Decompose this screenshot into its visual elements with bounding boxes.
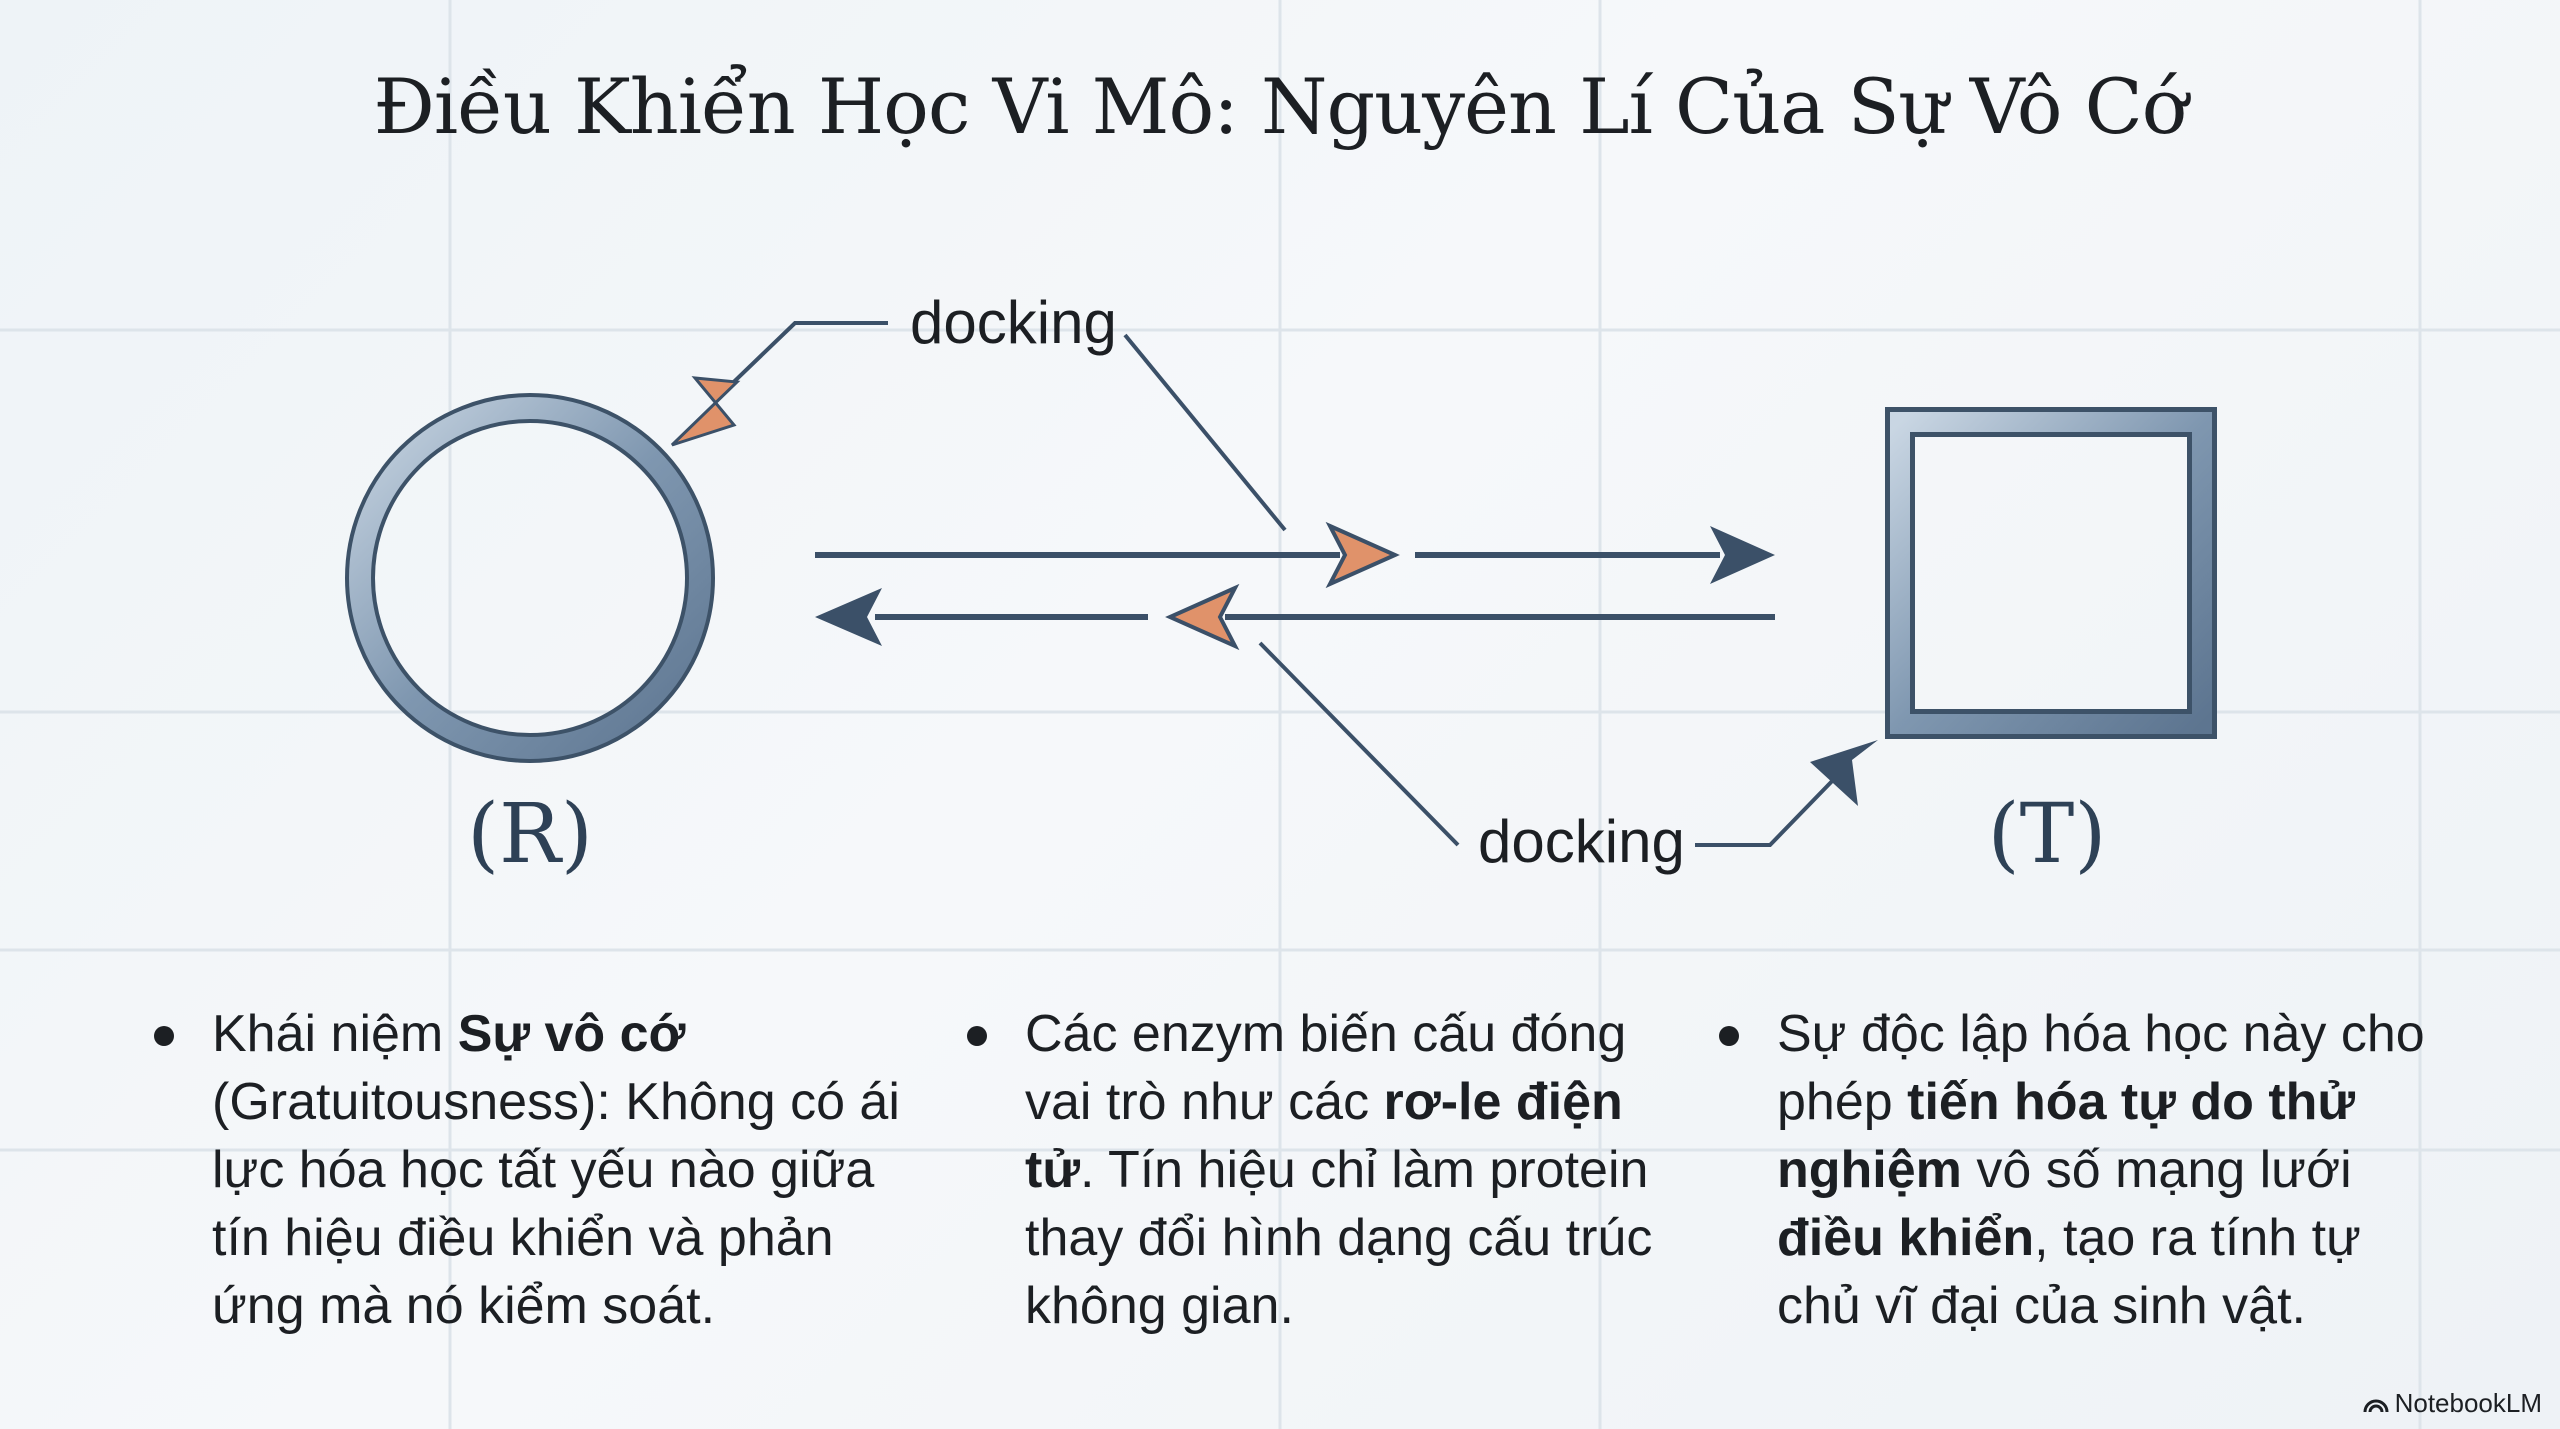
- bullet-dot: [967, 1026, 987, 1046]
- notebooklm-logo: NotebookLM: [2363, 1388, 2542, 1419]
- node-label-t: (T): [1988, 787, 2107, 882]
- notebooklm-icon: [2363, 1399, 2389, 1412]
- r-state-circle: [345, 393, 715, 763]
- bullet-bold-text: Sự vô cớ: [457, 1005, 686, 1063]
- page-title: Điều Khiển Học Vi Mô: Nguyên Lí Của Sự V…: [373, 62, 2187, 151]
- logo-text: NotebookLM: [2394, 1388, 2542, 1418]
- bullet-dot: [154, 1026, 174, 1046]
- bullet-text: , tạo ra tính tự chủ vĩ đại của sinh vật…: [1777, 1209, 2361, 1335]
- t-state-square: [1885, 407, 2217, 739]
- backward-arrow: [815, 583, 1775, 651]
- bullet-dot: [1719, 1026, 1739, 1046]
- bullet-text: (Gratuitousness): Không có ái lực hóa họ…: [212, 1073, 900, 1335]
- bullet-text: Các enzym biến cấu đóng vai trò như các: [1025, 1005, 1627, 1131]
- bullet-bold-text: điều khiển: [1777, 1209, 2035, 1267]
- docking-pointer-bottom: [1258, 641, 1878, 847]
- docking-label-bottom: docking: [1478, 808, 1685, 875]
- bullet-text: vô số mạng lưới: [1961, 1141, 2352, 1199]
- bullet-column-3: Sự độc lập hóa học này cho phép tiến hóa…: [1719, 1000, 2427, 1340]
- bullet-bold-text: rơ-le điện tử: [1025, 1073, 1623, 1199]
- bullet-column-1: Khái niệm Sự vô cớ (Gratuitousness): Khô…: [154, 1000, 932, 1340]
- bullet-bold-text: tiến hóa tự do thử nghiệm: [1777, 1073, 2356, 1199]
- docking-pointer-top: [670, 321, 1287, 532]
- bullet-column-2: Các enzym biến cấu đóng vai trò như các …: [967, 1000, 1665, 1340]
- node-label-r: (R): [467, 787, 593, 882]
- bullet-text: . Tín hiệu chỉ làm protein thay đổi hình…: [1025, 1141, 1653, 1335]
- bullet-text: Sự độc lập hóa học này cho phép: [1777, 1005, 2425, 1131]
- forward-arrow: [815, 521, 1775, 589]
- bullet-text: Khái niệm: [212, 1005, 458, 1063]
- docking-label-top: docking: [910, 289, 1117, 356]
